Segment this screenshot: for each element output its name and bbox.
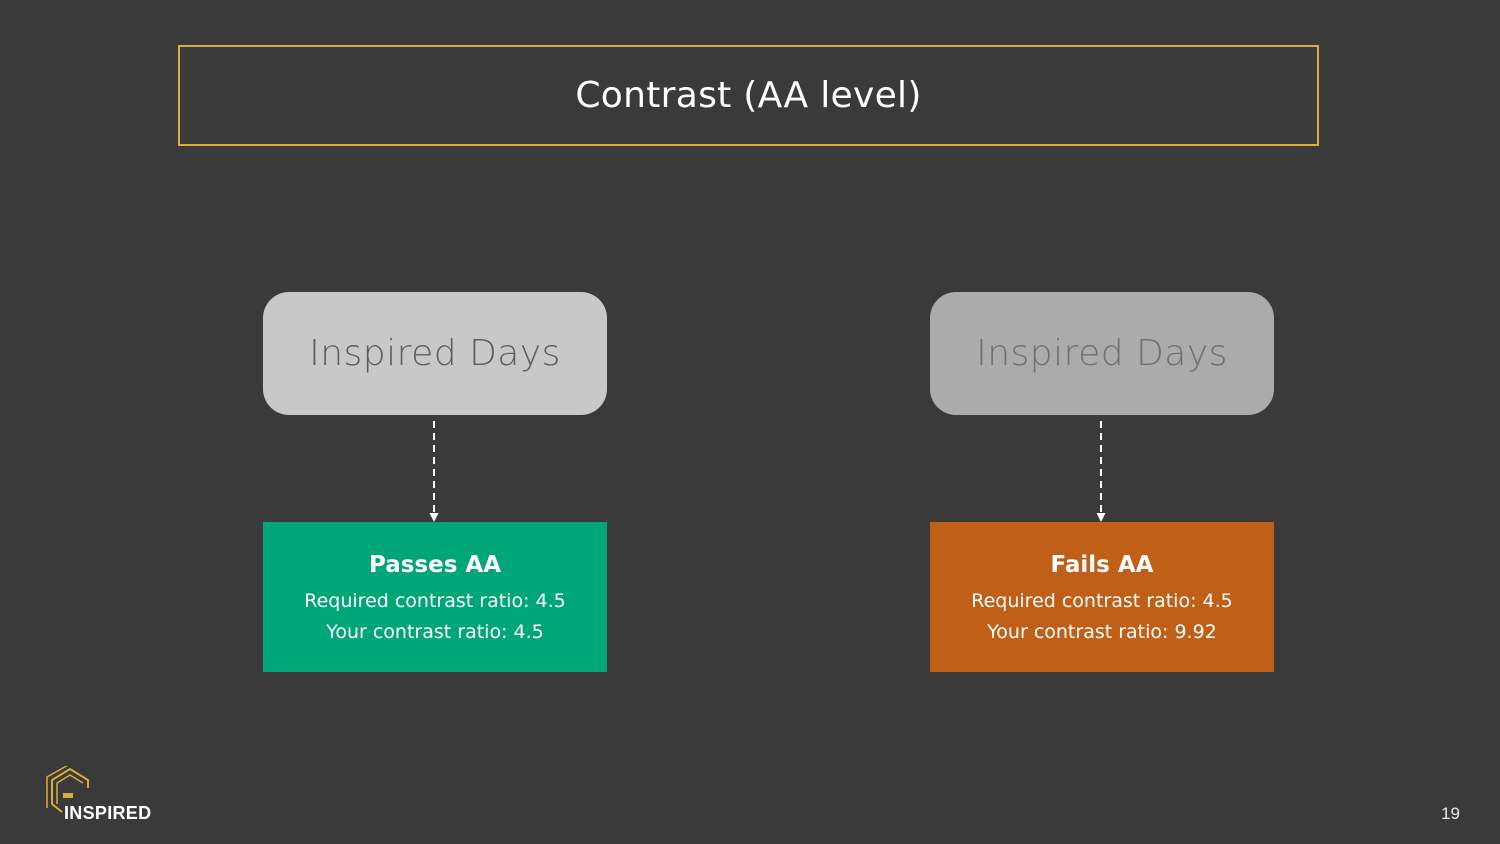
inspired-house-logo-icon [46, 766, 89, 813]
required-ratio-fail: Required contrast ratio: 4.5 [971, 590, 1233, 612]
sample-text-right: Inspired Days [976, 333, 1228, 374]
sample-text-box-right: Inspired Days [930, 292, 1274, 415]
dashed-arrow-right [1096, 421, 1106, 522]
sample-text-box-left: Inspired Days [263, 292, 607, 415]
logo-text: INSPIRED [64, 803, 152, 823]
slide-title: Contrast (AA level) [575, 75, 922, 116]
sample-text-left: Inspired Days [309, 333, 561, 374]
result-heading-pass: Passes AA [368, 552, 502, 578]
your-ratio-pass: Your contrast ratio: 4.5 [326, 621, 544, 643]
required-ratio-pass: Required contrast ratio: 4.5 [304, 590, 566, 612]
dashed-arrow-left [429, 421, 439, 522]
result-box-fail: Fails AA Required contrast ratio: 4.5 Yo… [930, 522, 1274, 672]
page-number: 19 [1441, 804, 1460, 823]
result-box-pass: Passes AA Required contrast ratio: 4.5 Y… [263, 522, 607, 672]
title-box: Contrast (AA level) [178, 45, 1319, 146]
result-heading-fail: Fails AA [1050, 552, 1154, 578]
your-ratio-fail: Your contrast ratio: 9.92 [987, 621, 1217, 643]
